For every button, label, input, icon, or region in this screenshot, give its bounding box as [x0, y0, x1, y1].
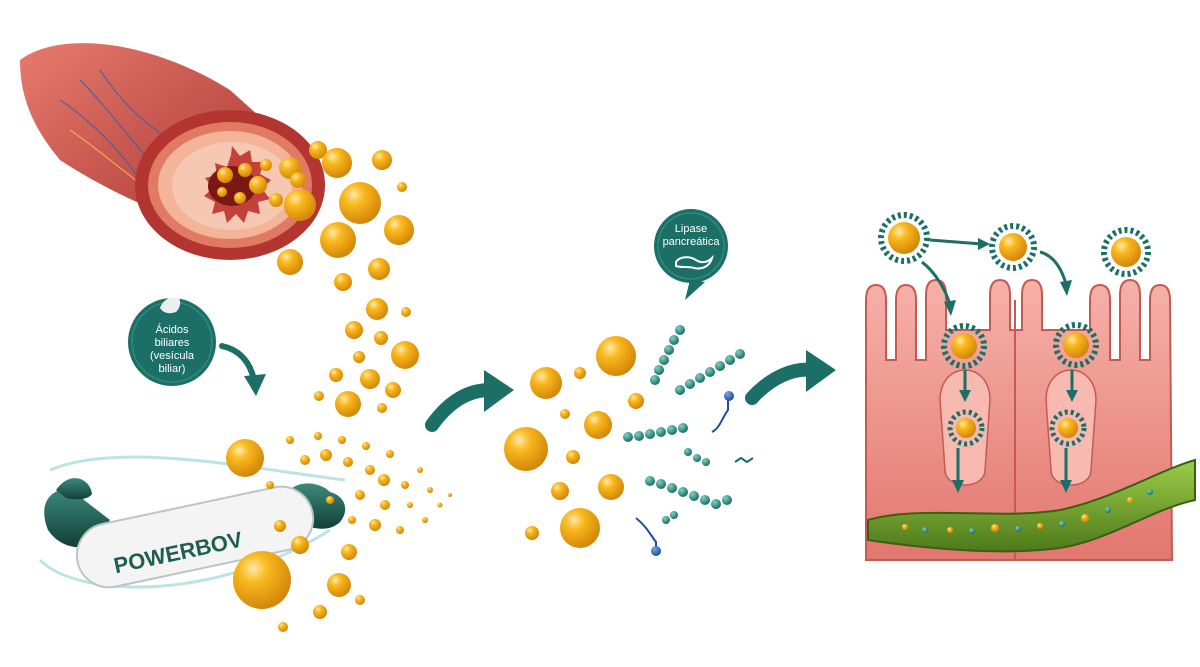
powerbov-capsule: POWERBOV — [38, 455, 346, 589]
intestinal-villi — [865, 278, 1174, 561]
micelle — [989, 223, 1037, 271]
flow-arrow-2 — [745, 350, 836, 405]
emulsion-spray — [226, 432, 452, 632]
lipase-badge-line-1: Lipase — [675, 223, 707, 235]
micelle — [1053, 322, 1099, 368]
micelle — [947, 409, 985, 447]
bile-to-capsule-arrow — [219, 343, 266, 396]
bile-badge-line-4: biliar) — [159, 363, 186, 375]
gallbladder-icon — [160, 288, 195, 314]
bile-acids-badge: Ácidos biliares (vesícula biliar) — [128, 288, 216, 386]
micelle — [941, 323, 987, 369]
micelle — [1101, 227, 1151, 277]
micelle — [878, 212, 930, 264]
micelle — [1049, 409, 1087, 447]
lipase-badge: Lipase pancreática — [654, 209, 728, 300]
glycerol-molecules — [635, 391, 754, 556]
lipase-badge-line-2: pancreática — [663, 236, 721, 248]
bile-badge-line-2: biliares — [155, 337, 190, 349]
hydrolysis-droplets — [504, 336, 644, 548]
intestine-fat-droplets — [217, 141, 327, 221]
flow-arrow-1 — [425, 370, 514, 432]
micelles — [878, 212, 1151, 447]
bile-badge-line-3: (vesícula — [150, 350, 195, 362]
pancreas-icon — [675, 254, 714, 270]
absorption-arrows — [921, 238, 1078, 493]
bile-badge-line-1: Ácidos — [155, 323, 189, 336]
fatty-acid-chains — [623, 325, 745, 524]
intestine-illustration — [20, 43, 325, 260]
fat-droplet-stream — [277, 148, 419, 417]
lymph-vessel — [867, 458, 1196, 553]
